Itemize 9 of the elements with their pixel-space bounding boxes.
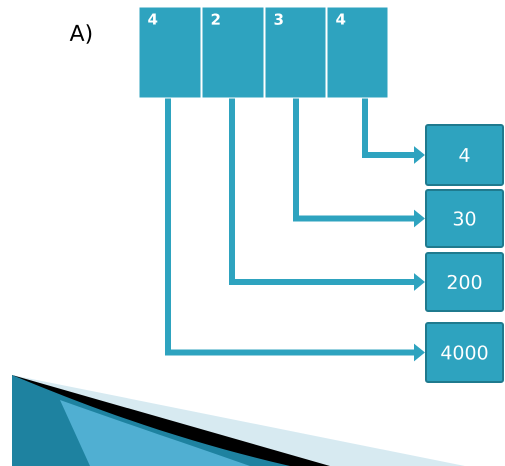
digit-cell: 4 — [138, 6, 202, 98]
digit-cell: 2 — [202, 6, 264, 98]
value-box: 30 — [425, 189, 504, 248]
panel-label: A) — [70, 24, 92, 44]
value-box: 4000 — [425, 322, 504, 383]
value-box: 200 — [425, 252, 504, 312]
value-box: 4 — [425, 124, 504, 186]
digit-cell: 4 — [326, 6, 388, 98]
digit-cell: 3 — [264, 6, 326, 98]
